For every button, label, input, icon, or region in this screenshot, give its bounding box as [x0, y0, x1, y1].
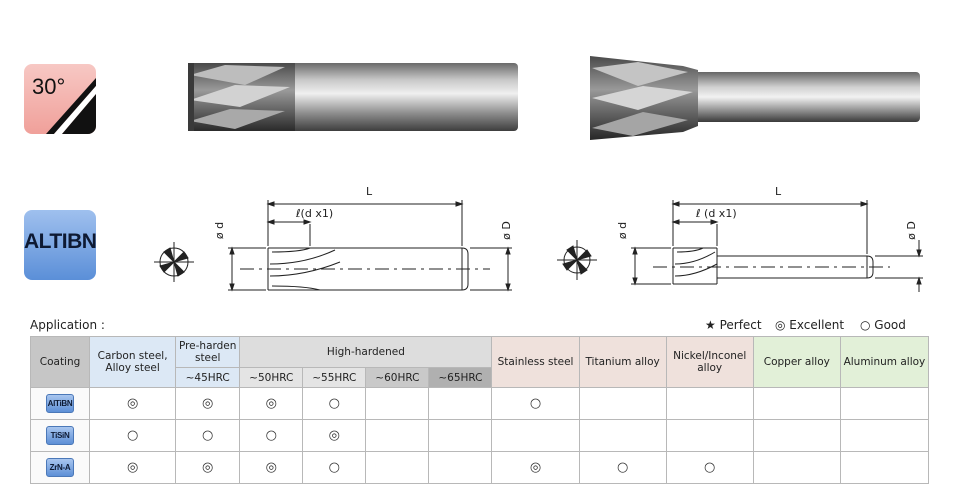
coating-badge-label: ALTIBN: [24, 230, 97, 253]
header-pre-harden: Pre-harden steel: [175, 336, 241, 368]
table-cell: [365, 451, 430, 484]
table-cell: [839, 451, 930, 484]
application-label: Application :: [30, 318, 105, 332]
legend-excellent: ◎ Excellent: [775, 318, 845, 332]
table-cell: [578, 419, 667, 452]
angle-label: 30°: [32, 74, 66, 99]
coating-badge-tisin: TiSiN: [46, 426, 75, 445]
table-cell: ○: [665, 451, 754, 484]
table-cell: ○: [302, 451, 367, 484]
table-cell: [428, 419, 493, 452]
flute-length-label-left: ℓ(d x1): [296, 207, 334, 220]
angle-stripe-icon: [46, 78, 96, 134]
shank-diameter-label-right: ø D: [904, 221, 918, 240]
technical-drawing-left: [154, 200, 512, 292]
table-cell: ○: [175, 419, 241, 452]
table-row: TiSiN ○ ○ ○ ◎: [29, 419, 930, 452]
header-carbon-steel: Carbon steel, Alloy steel: [89, 336, 177, 388]
table-cell: [428, 451, 493, 484]
application-table: Coating Carbon steel, Alloy steel Pre-ha…: [29, 336, 930, 484]
table-cell: [428, 387, 493, 420]
table-cell: ○: [239, 419, 304, 452]
table-cell: ◎: [175, 387, 241, 420]
end-mill-photo-left: [188, 63, 518, 131]
coating-badge-zrn-a: ZrN-A: [46, 458, 75, 477]
table-cell: [491, 419, 580, 452]
table-cell: ◎: [302, 419, 367, 452]
table-cell: [839, 387, 930, 420]
table-cell: ○: [302, 387, 367, 420]
end-view-icon-right: [557, 240, 597, 280]
length-label-right: L: [775, 185, 782, 198]
technical-drawing-right: [557, 200, 923, 292]
cutting-diameter-label-right: ø d: [616, 221, 630, 240]
header-60hrc: ~60HRC: [365, 367, 430, 388]
table-row: ZrN-A ◎ ◎ ◎ ○ ◎ ○ ○: [29, 451, 930, 484]
coating-badge: ALTIBN: [24, 210, 97, 280]
table-cell: ◎: [239, 387, 304, 420]
table-cell: ◎: [89, 387, 177, 420]
header-copper: Copper alloy: [752, 336, 841, 388]
table-cell: [365, 419, 430, 452]
table-cell: ◎: [175, 451, 241, 484]
table-cell: [839, 419, 930, 452]
end-view-icon-left: [154, 242, 194, 282]
header-aluminum: Aluminum alloy: [839, 336, 930, 388]
header-45hrc: ~45HRC: [175, 367, 241, 388]
table-cell: [665, 419, 754, 452]
angle-30-badge: 30°: [24, 64, 96, 134]
header-55hrc: ~55HRC: [302, 367, 367, 388]
header-coating: Coating: [29, 336, 91, 388]
shank-diameter-label-left: ø D: [499, 221, 513, 240]
header-65hrc: ~65HRC: [428, 367, 493, 388]
legend-perfect: ★ Perfect: [705, 318, 762, 332]
header-titanium: Titanium alloy: [578, 336, 667, 388]
header-stainless: Stainless steel: [491, 336, 580, 388]
table-cell: ○: [578, 451, 667, 484]
legend-good: ○ Good: [860, 318, 906, 332]
coating-badge-altibn: AlTiBN: [46, 394, 75, 413]
table-cell: [752, 419, 841, 452]
flute-length-label-right: ℓ (d x1): [696, 207, 737, 220]
cutting-diameter-label-left: ø d: [213, 221, 227, 240]
length-label-left: L: [366, 185, 373, 198]
table-cell: ◎: [89, 451, 177, 484]
table-cell: [578, 387, 667, 420]
header-high-hardened: High-hardened: [239, 336, 493, 368]
header-nickel: Nickel/Inconel alloy: [665, 336, 754, 388]
table-cell: ◎: [239, 451, 304, 484]
table-cell: [752, 387, 841, 420]
table-cell: [752, 451, 841, 484]
end-mill-photo-right: [590, 56, 920, 140]
table-cell: ○: [89, 419, 177, 452]
header-50hrc: ~50HRC: [239, 367, 304, 388]
table-cell: [365, 387, 430, 420]
table-cell: ○: [491, 387, 580, 420]
table-row: AlTiBN ◎ ◎ ◎ ○ ○: [29, 387, 930, 420]
table-cell: ◎: [491, 451, 580, 484]
table-cell: [665, 387, 754, 420]
